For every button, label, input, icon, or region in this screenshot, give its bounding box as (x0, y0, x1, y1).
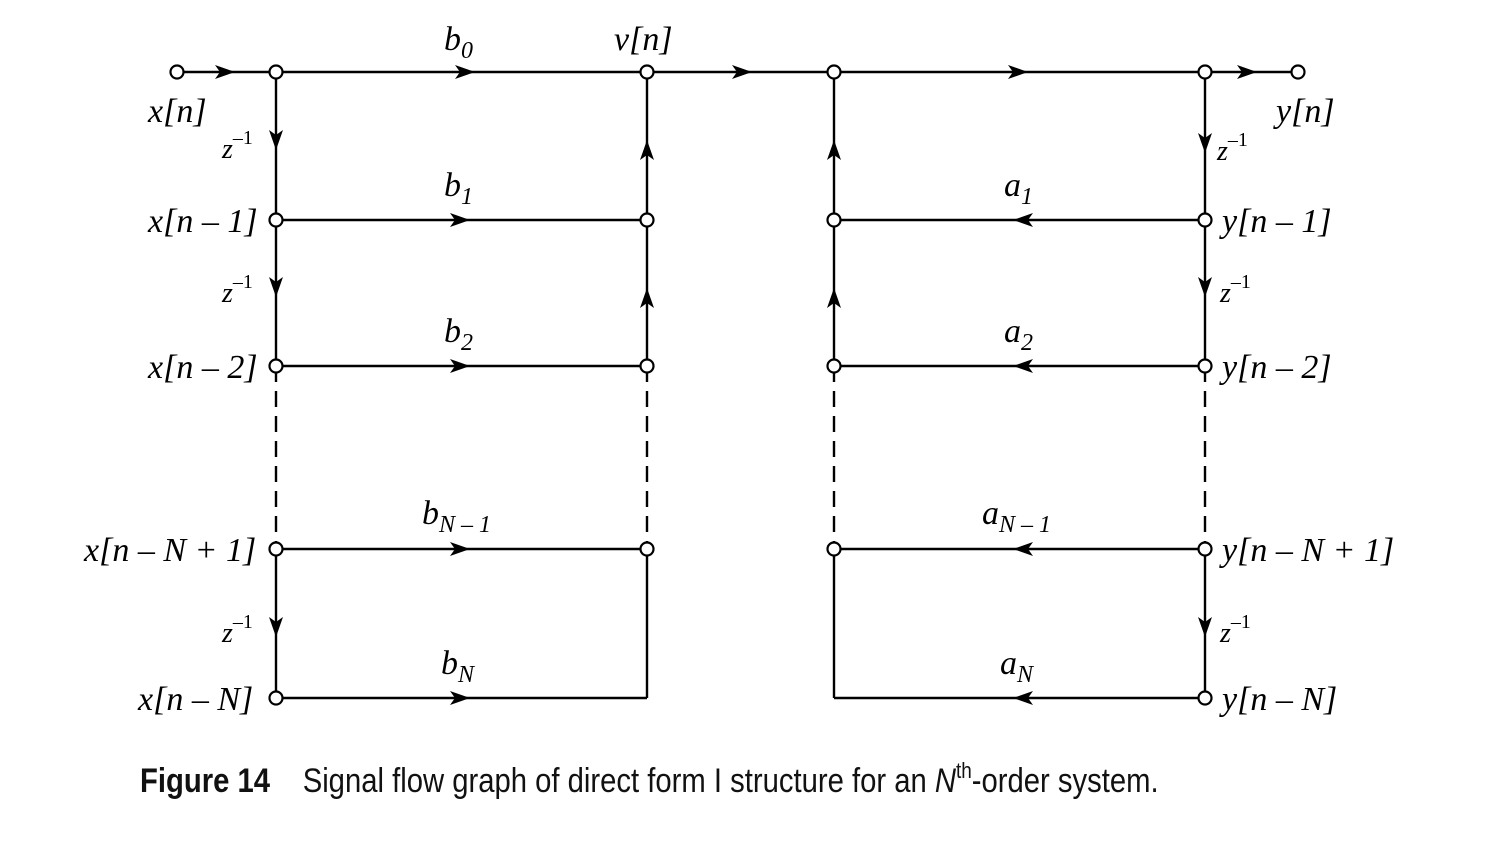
node-y-nN1 (1197, 541, 1213, 557)
delay-labels: z–1 z–1 z–1 z–1 z–1 z–1 (221, 127, 1251, 649)
arrow-b1 (450, 213, 470, 227)
delay-left-2: z–1 (221, 271, 253, 309)
coef-bN: bN (441, 645, 476, 688)
arrow-b2 (450, 359, 470, 373)
coef-a2: a2 (1004, 313, 1033, 356)
arrow-down-right-3 (1198, 617, 1212, 637)
coef-bN1: bN – 1 (422, 495, 491, 538)
delay-right-2: z–1 (1219, 271, 1251, 309)
node-sum-right-N1 (826, 541, 842, 557)
node-x-nN (268, 690, 284, 706)
arrow-right-b0 (455, 65, 475, 79)
coefficient-labels: b0 b1 b2 bN – 1 bN a1 a2 aN – 1 aN (422, 21, 1051, 688)
node-sum-right-top (826, 64, 842, 80)
arrow-up-right-2 (827, 288, 841, 308)
label-y-n1: y[n – 1] (1219, 203, 1332, 240)
arrowheads (215, 65, 1257, 705)
arrow-up-left-1 (640, 140, 654, 160)
node-x-n (268, 64, 284, 80)
arrow-up-right-1 (827, 140, 841, 160)
arrow-right-output (1237, 65, 1257, 79)
node-x-nN1 (268, 541, 284, 557)
coef-a1: a1 (1004, 167, 1033, 210)
label-y-nN: y[n – N] (1219, 681, 1337, 718)
arrow-a1 (1013, 213, 1033, 227)
coef-aN: aN (1000, 645, 1035, 688)
edges (177, 70, 1298, 700)
label-x-n1: x[n – 1] (147, 203, 258, 240)
caption-text-before: Signal flow graph of direct form I struc… (302, 762, 935, 800)
arrow-aN (1013, 691, 1033, 705)
label-x-nN1: x[n – N + 1] (83, 532, 256, 569)
delay-left-1: z–1 (221, 127, 253, 165)
delay-left-3: z–1 (221, 611, 253, 649)
coef-b0: b0 (444, 21, 473, 64)
arrow-right-input (215, 65, 235, 79)
node-sum-left-1 (639, 212, 655, 228)
arrow-aN1 (1013, 542, 1033, 556)
arrow-down-right-1 (1198, 133, 1212, 153)
label-x-n2: x[n – 2] (147, 349, 258, 386)
node-y-n (1197, 64, 1213, 80)
node-y-nN (1197, 690, 1213, 706)
caption-text-after: -order system. (971, 762, 1159, 800)
node-y-n2 (1197, 358, 1213, 374)
label-y-nN1: y[n – N + 1] (1219, 532, 1394, 569)
coef-aN1: aN – 1 (982, 495, 1051, 538)
node-v-n (639, 64, 655, 80)
figure-number: Figure 14 (140, 762, 271, 800)
node-sum-left-2 (639, 358, 655, 374)
arrow-down-left-2 (269, 277, 283, 297)
node-x-n1 (268, 212, 284, 228)
caption-var: N (934, 762, 957, 800)
node-output (1290, 64, 1306, 80)
node-input (169, 64, 185, 80)
coef-b2: b2 (444, 313, 473, 356)
node-sum-right-2 (826, 358, 842, 374)
node-y-n1 (1197, 212, 1213, 228)
label-y-n: y[n] (1273, 93, 1335, 130)
arrow-down-left-3 (269, 617, 283, 637)
signal-labels: x[n] x[n – 1] x[n – 2] x[n – N + 1] x[n … (83, 21, 1394, 718)
caption-sup: th (956, 758, 972, 783)
arrow-a2 (1013, 359, 1033, 373)
node-sum-left-N1 (639, 541, 655, 557)
coef-b1: b1 (444, 167, 473, 210)
label-v-n: v[n] (614, 21, 673, 58)
arrow-right-mid (732, 65, 752, 79)
arrow-bN1 (450, 542, 470, 556)
node-x-n2 (268, 358, 284, 374)
figure-caption: Figure 14 Signal flow graph of direct for… (140, 760, 1275, 801)
delay-right-1: z–1 (1216, 129, 1248, 167)
arrow-bN (450, 691, 470, 705)
label-x-n: x[n] (147, 93, 207, 130)
arrow-right-top (1008, 65, 1028, 79)
arrow-down-right-2 (1198, 277, 1212, 297)
delay-right-3: z–1 (1219, 611, 1251, 649)
arrow-up-left-2 (640, 288, 654, 308)
label-y-n2: y[n – 2] (1219, 349, 1332, 386)
arrow-down-left-1 (269, 130, 283, 150)
label-x-nN: x[n – N] (137, 681, 253, 718)
nodes (169, 64, 1306, 706)
node-sum-right-1 (826, 212, 842, 228)
